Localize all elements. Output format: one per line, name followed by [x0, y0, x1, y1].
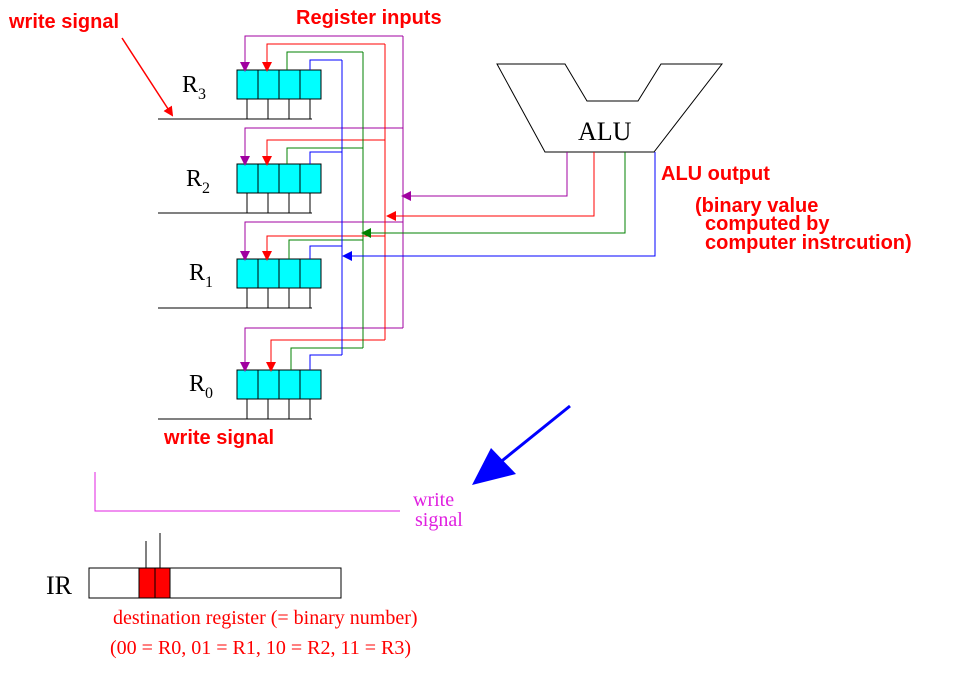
write-signal-label-bottom: write signal: [163, 427, 274, 449]
write-signal-magenta-line-2: signal: [415, 509, 463, 531]
write-signal-line-magenta: [94, 472, 400, 512]
alu-output-label: ALU output: [661, 163, 770, 185]
alu-label: ALU: [578, 117, 632, 146]
bus-blue: [309, 59, 656, 370]
bus-green: [286, 51, 626, 370]
register-r1-label: R1: [189, 260, 213, 291]
register-r3: R3: [158, 69, 322, 120]
bus-red: [262, 43, 595, 372]
register-r0-label: R0: [189, 371, 213, 402]
write-signal-magenta-line-1: write: [413, 489, 454, 511]
register-r2: R2: [158, 163, 322, 214]
ir-box: [88, 567, 342, 599]
big-blue-arrow: [472, 404, 571, 485]
register-r0: R0: [158, 369, 322, 420]
write-signal-label-top: write signal: [8, 11, 119, 33]
alu-shape: [496, 63, 724, 153]
bus-purple: [240, 35, 568, 372]
register-r3-label: R3: [182, 72, 206, 103]
destination-register-encoding: (00 = R0, 01 = R1, 10 = R2, 11 = R3): [110, 637, 411, 659]
ir-dest-bit-1: [138, 567, 156, 599]
write-signal-arrow-top: [121, 37, 174, 117]
register-r2-label: R2: [186, 166, 210, 197]
instruction-register: IR: [46, 533, 342, 600]
register-r1: R1: [158, 258, 322, 309]
ir-label: IR: [46, 571, 73, 600]
destination-register-label: destination register (= binary number): [113, 607, 418, 629]
alu-desc-line-2: computed by: [705, 213, 830, 235]
register-inputs-label: Register inputs: [296, 7, 442, 29]
alu-block: ALU: [496, 63, 724, 153]
alu-desc-line-1: (binary value: [695, 195, 818, 217]
ir-dest-bit-0: [154, 567, 171, 599]
alu-desc-line-3: computer instrcution): [705, 232, 912, 254]
